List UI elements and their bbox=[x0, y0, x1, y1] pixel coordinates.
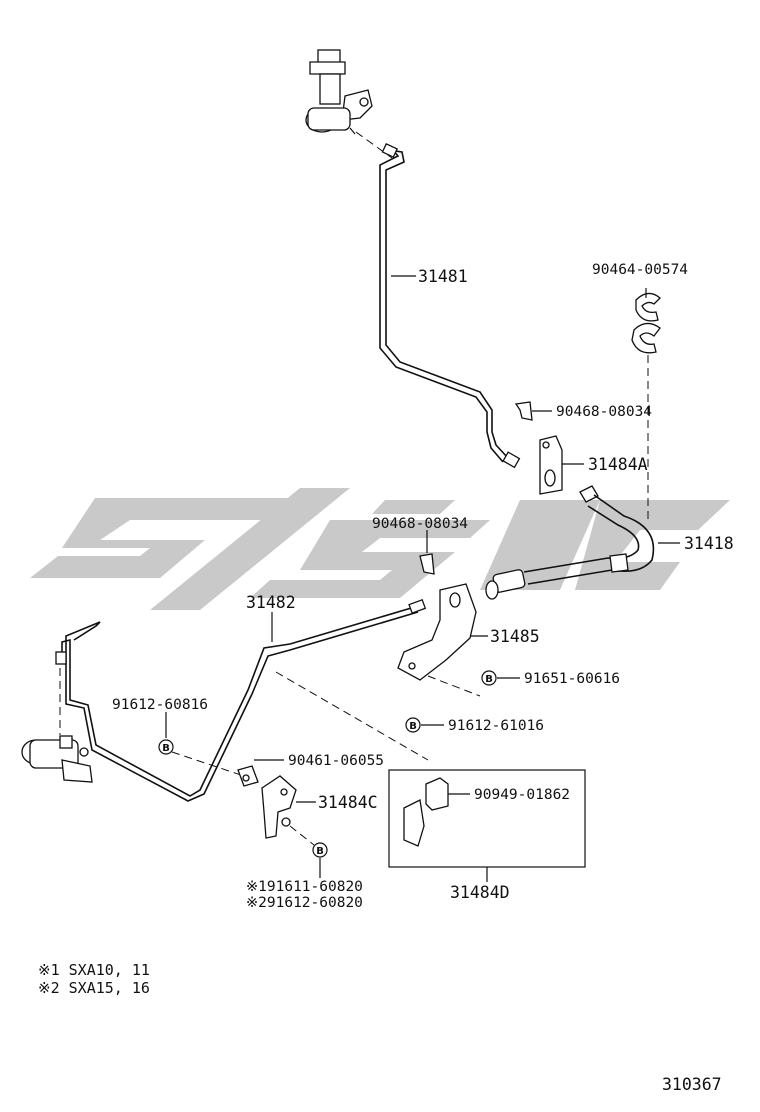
label-31418: 31418 bbox=[684, 534, 734, 553]
label-90949-01862: 90949-01862 bbox=[474, 787, 570, 803]
label-90468-08034-upper: 90468-08034 bbox=[556, 404, 652, 420]
note-sxa10: ※1 SXA10, 11 bbox=[38, 961, 150, 979]
label-31484D: 31484D bbox=[450, 883, 510, 902]
bracket-31484C bbox=[261, 775, 297, 839]
clamp-90461-06055 bbox=[237, 765, 259, 787]
svg-text:B: B bbox=[409, 721, 417, 732]
bolt-91612-60816: B bbox=[158, 739, 174, 755]
label-90461-06055: 90461-06055 bbox=[288, 753, 384, 769]
label-91651-60616: 91651-60616 bbox=[524, 671, 620, 687]
bracket-31485 bbox=[397, 583, 477, 681]
clip-90464-00574 bbox=[631, 292, 661, 354]
label-31484A: 31484A bbox=[588, 455, 648, 474]
label-31484C: 31484C bbox=[318, 793, 378, 812]
label-91611-60820: ※191611-60820 bbox=[246, 879, 363, 895]
bracket-31484D-group bbox=[388, 769, 586, 882]
clutch-release-cylinder bbox=[21, 735, 93, 783]
label-31485: 31485 bbox=[490, 627, 540, 646]
svg-text:B: B bbox=[485, 674, 493, 685]
label-90468-08034-lower: 90468-08034 bbox=[372, 516, 468, 532]
clutch-master-cylinder bbox=[305, 49, 373, 135]
figure-number: 310367 bbox=[662, 1075, 722, 1094]
watermark-logo bbox=[30, 488, 730, 610]
bracket-31484A bbox=[539, 435, 563, 495]
note-sxa15: ※2 SXA15, 16 bbox=[38, 979, 150, 997]
svg-text:B: B bbox=[316, 846, 324, 857]
label-90464-00574: 90464-00574 bbox=[592, 262, 688, 278]
label-31482: 31482 bbox=[246, 593, 296, 612]
label-91612-60816: 91612-60816 bbox=[112, 697, 208, 713]
label-91612-60820: ※291612-60820 bbox=[246, 895, 363, 911]
bolt-91612-61016: B bbox=[405, 717, 421, 733]
svg-text:B: B bbox=[162, 743, 170, 754]
clutch-tube-31481 bbox=[379, 142, 521, 469]
label-91612-61016: 91612-61016 bbox=[448, 718, 544, 734]
bolt-91611-60820: B bbox=[312, 842, 328, 858]
label-31481: 31481 bbox=[418, 267, 468, 286]
clip-90468-08034-lower bbox=[419, 553, 435, 575]
bolt-91651-60616: B bbox=[481, 670, 497, 686]
clutch-hose-31418 bbox=[485, 485, 655, 600]
clip-90468-08034-upper bbox=[514, 401, 533, 421]
clutch-tube-31482 bbox=[55, 599, 427, 802]
